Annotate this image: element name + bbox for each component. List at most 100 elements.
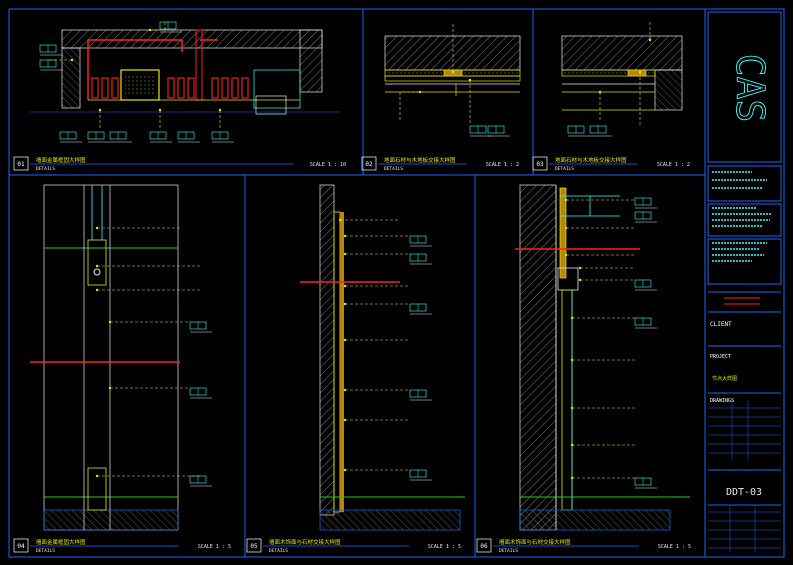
leader-dot [95, 226, 99, 230]
panel-subtitle: DETAILS [499, 548, 518, 554]
leader-dot [343, 252, 347, 256]
leader-dot [95, 264, 99, 268]
panel-subtitle: DETAILS [36, 166, 55, 172]
panel-scale: SCALE 1 : 5 [428, 544, 461, 550]
red-slot [241, 77, 249, 99]
leader-dot [564, 226, 568, 230]
detail-03-drawing [561, 35, 683, 111]
panel-number-box [532, 156, 548, 171]
leader-dot [564, 198, 568, 202]
leader-dot [338, 218, 342, 222]
panel-subtitle: DETAILS [555, 166, 574, 172]
panel-number: 04 [17, 543, 25, 550]
panel-scale: SCALE 1 : 10 [310, 162, 346, 168]
leader-dot [343, 418, 347, 422]
leader-dot [638, 70, 642, 74]
panel-number: 03 [536, 161, 544, 168]
client-label: CLIENT [710, 321, 732, 328]
red-slot [111, 77, 119, 99]
panel-subtitle: DETAILS [384, 166, 403, 172]
panel-number-box [246, 538, 262, 553]
leader-dot [343, 468, 347, 472]
leader-dot [343, 338, 347, 342]
panel-scale: SCALE 1 : 5 [658, 544, 691, 550]
red-slot [211, 77, 219, 99]
panel-number-box [361, 156, 377, 171]
title-block-rows [708, 400, 781, 552]
leader-dot [148, 28, 152, 32]
leader-dot [418, 90, 422, 94]
red-slot [167, 77, 175, 99]
leader-dot [451, 70, 455, 74]
title-block [707, 11, 782, 506]
panel-title: 墙面金属框固大样图 [36, 538, 86, 546]
leader-dot [570, 358, 574, 362]
leader-line [399, 91, 420, 120]
leader-dot [578, 266, 582, 270]
red-slot [101, 77, 109, 99]
red-slot [187, 77, 195, 99]
leader-dot [98, 108, 102, 112]
leader-dot [598, 90, 602, 94]
logo-text: CAS [728, 54, 772, 123]
leader-dot [570, 316, 574, 320]
panel-title: 墙面金属框固大样图 [36, 156, 86, 164]
panel-subtitle: DETAILS [269, 548, 288, 554]
panel-subtitle: DETAILS [36, 548, 55, 554]
project-label: PROJECT [710, 354, 731, 360]
panel-title-03: 03 地面石材与木地板交接大样图 DETAILS SCALE 1 : 2 [532, 156, 690, 172]
drawing-title: 节点大样图 [712, 375, 737, 382]
panel-title-04: 04 墙面金属框固大样图 DETAILS SCALE 1 : 5 [13, 538, 231, 554]
detail-06-drawing [515, 184, 690, 531]
leader-dot [343, 284, 347, 288]
drawing-number: DDT-03 [726, 487, 762, 498]
leader-dot [468, 78, 472, 82]
leader-dot [95, 474, 99, 478]
panel-title-06: 06 墙面木饰面与石材交接大样图 DETAILS SCALE 1 : 5 [476, 538, 691, 554]
panel-number: 06 [480, 543, 488, 550]
panel-title-02: 02 地面石材与木地板交接大样图 DETAILS SCALE 1 : 2 [361, 156, 519, 172]
panel-number-box [476, 538, 492, 553]
panel-title: 墙面木饰面与石材交接大样图 [269, 538, 341, 546]
leader-dot [564, 253, 568, 257]
leader-dot [95, 288, 99, 292]
leader-dot [343, 302, 347, 306]
drawings-label: DRAWINGS [710, 398, 734, 404]
leader-dot [570, 476, 574, 480]
panel-scale: SCALE 1 : 5 [198, 544, 231, 550]
red-slot [231, 77, 239, 99]
panel-number: 01 [17, 161, 25, 168]
panel-number: 02 [365, 161, 373, 168]
leader-dot [70, 58, 74, 62]
panel-title: 地面石材与木地板交接大样图 [384, 156, 456, 164]
panel-scale: SCALE 1 : 2 [486, 162, 519, 168]
panel-number: 05 [250, 543, 258, 550]
leader-dot [158, 108, 162, 112]
red-slot [177, 77, 185, 99]
panel-title-bars: 01 墙面金属框固大样图 DETAILS SCALE 1 : 10 02 地面石材与木地板… [13, 156, 691, 554]
leader-dot [648, 38, 652, 42]
leader-dot [570, 406, 574, 410]
detail-01-red-slots [91, 77, 249, 99]
leader-dot [570, 443, 574, 447]
red-slot [221, 77, 229, 99]
leader-line [150, 20, 166, 31]
leader-dot [578, 278, 582, 282]
leader-lines [39, 20, 657, 489]
red-slot [91, 77, 99, 99]
title-block-notes [712, 171, 772, 262]
panel-title-01: 01 墙面金属框固大样图 DETAILS SCALE 1 : 10 [13, 156, 346, 172]
panel-title: 墙面木饰面与石材交接大样图 [499, 538, 571, 546]
panel-number-box [13, 156, 29, 171]
sheet-border [8, 8, 785, 558]
detail-02-drawing [384, 35, 521, 96]
detail-01-drawing [30, 29, 340, 115]
leader-dot [343, 388, 347, 392]
panel-scale: SCALE 1 : 2 [657, 162, 690, 168]
panel-title: 地面石材与木地板交接大样图 [555, 156, 627, 164]
leader-dot [108, 386, 112, 390]
leader-dot [343, 234, 347, 238]
leader-dot [218, 108, 222, 112]
panel-number-box [13, 538, 29, 553]
